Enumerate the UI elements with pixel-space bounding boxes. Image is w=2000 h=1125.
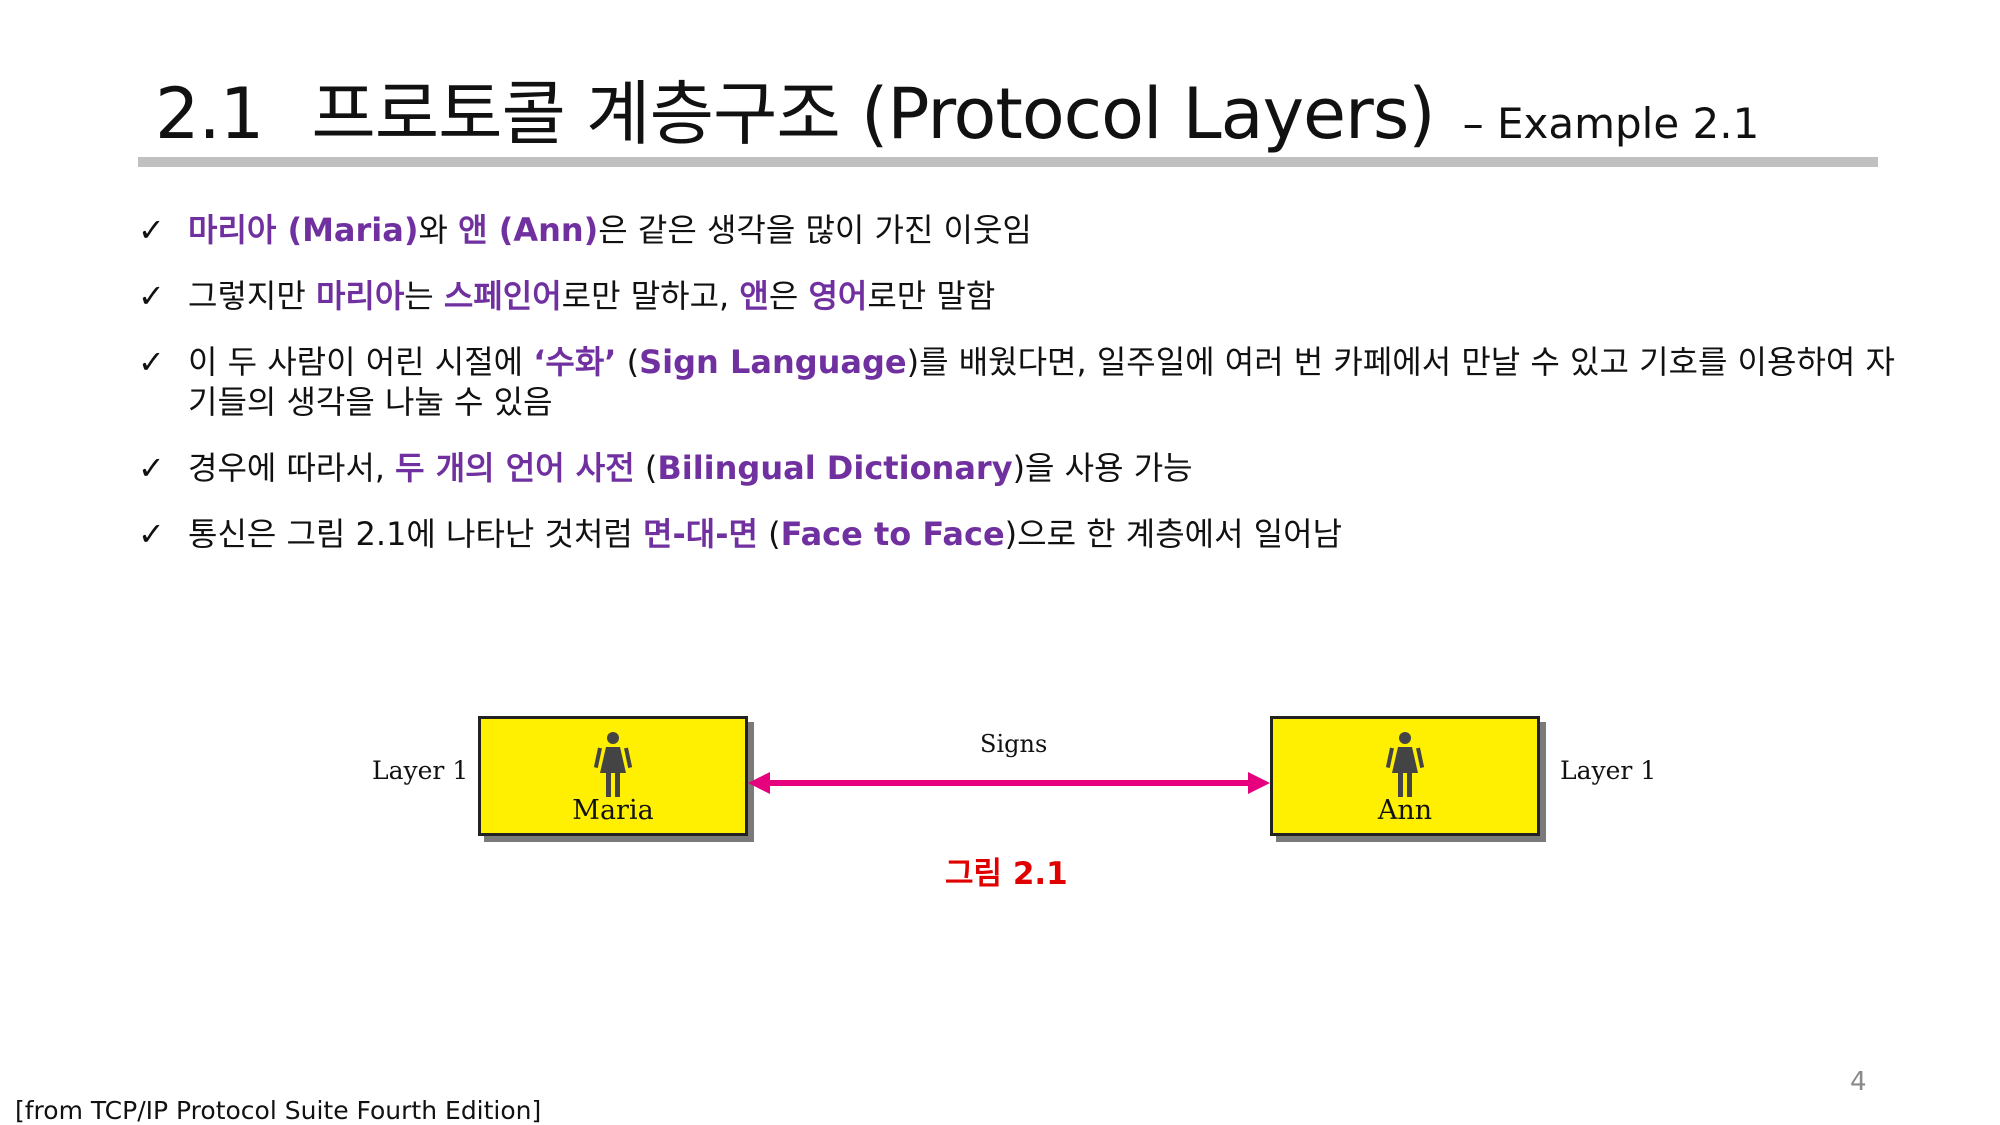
left-layer-label: Layer 1: [372, 756, 469, 785]
bullet-text: 경우에 따라서,: [188, 449, 396, 487]
bullet-highlight-text: 앤 (Ann): [458, 211, 599, 249]
bullet-text: 이 두 사람이 어린 시절에: [188, 343, 534, 381]
bullet-highlight-text: 면-대-면: [643, 515, 758, 553]
bullet-text: )으로 한 계층에서 일어남: [1004, 515, 1343, 553]
woman-icon: [593, 732, 633, 797]
figure-caption: 그림 2.1: [945, 856, 1068, 892]
bullet-text: 그렇지만: [188, 277, 316, 315]
bullet-text: 로만 말하고,: [561, 277, 740, 315]
bullet-list: ✓마리아 (Maria)와 앤 (Ann)은 같은 생각을 많이 가진 이웃임✓…: [138, 210, 1898, 580]
checkmark-icon: ✓: [138, 211, 165, 249]
bullet-highlight-text: ‘수화’: [533, 343, 617, 381]
bullet-highlight-text: 두 개의 언어 사전: [395, 449, 635, 487]
checkmark-icon: ✓: [138, 343, 165, 381]
ann-name: Ann: [1377, 795, 1433, 826]
bullet-text: 은 같은 생각을 많이 가진 이웃임: [598, 211, 1032, 249]
bullet-highlight-text: 스페인어: [443, 277, 562, 315]
bullet-item: ✓ 경우에 따라서, 두 개의 언어 사전 (Bilingual Dictiona…: [138, 448, 1898, 488]
ann-box: Ann: [1270, 716, 1540, 836]
bullet-highlight-text: Bilingual Dictionary: [657, 449, 1013, 487]
bullet-highlight-text: 마리아 (Maria): [188, 211, 419, 249]
figure-diagram: Layer 1 Maria Signs Ann Layer 1 그림 2.1: [360, 700, 1660, 900]
title-subtitle: – Example 2.1: [1462, 99, 1760, 148]
woman-icon: [1385, 732, 1425, 797]
title-divider: [138, 157, 1878, 167]
title-main: 프로토콜 계층구조 (Protocol Layers): [311, 73, 1435, 155]
bullet-text: 로만 말함: [867, 277, 996, 315]
slide-title: 2.1 프로토콜 계층구조 (Protocol Layers) – Exampl…: [155, 58, 1759, 158]
bullet-highlight-text: Face to Face: [780, 515, 1005, 553]
bullet-text: 은: [768, 277, 809, 315]
bullet-item: ✓ 통신은 그림 2.1에 나타난 것처럼 면-대-면 (Face to Face…: [138, 514, 1898, 554]
source-citation: [from TCP/IP Protocol Suite Fourth Editi…: [15, 1096, 542, 1125]
bullet-text: (: [757, 515, 781, 553]
bullet-text: 통신은 그림 2.1에 나타난 것처럼: [188, 515, 644, 553]
maria-box: Maria: [478, 716, 748, 836]
bullet-text: 와: [418, 211, 459, 249]
bullet-text: 는: [404, 277, 444, 315]
link-label: Signs: [980, 730, 1048, 758]
bullet-highlight-text: Sign Language: [639, 343, 907, 381]
title-number: 2.1: [155, 73, 264, 155]
checkmark-icon: ✓: [138, 515, 165, 553]
bullet-highlight-text: 마리아: [315, 277, 405, 315]
bullet-text: (: [616, 343, 640, 381]
double-arrow-icon: [748, 772, 1270, 794]
bullet-highlight-text: 영어: [808, 277, 868, 315]
bullet-text: )를 배웠다면, 일주일에 여러 번 카페에서 만날 수 있고 기호를 이용하여…: [188, 343, 1895, 421]
bullet-text: )을 사용 가능: [1012, 449, 1193, 487]
bullet-item: ✓ 그렇지만 마리아는 스페인어로만 말하고, 앤은 영어로만 말함: [138, 276, 1898, 316]
checkmark-icon: ✓: [138, 449, 165, 487]
bullet-item: ✓ 마리아 (Maria)와 앤 (Ann)은 같은 생각을 많이 가진 이웃임: [138, 210, 1898, 250]
maria-name: Maria: [572, 795, 654, 826]
bullet-highlight-text: 앤: [739, 277, 769, 315]
checkmark-icon: ✓: [138, 277, 165, 315]
page-number: 4: [1850, 1067, 1867, 1097]
bullet-text: (: [634, 449, 658, 487]
right-layer-label: Layer 1: [1560, 756, 1657, 785]
bullet-item: ✓ 이 두 사람이 어린 시절에 ‘수화’ (Sign Language)를 배웠…: [138, 342, 1898, 422]
